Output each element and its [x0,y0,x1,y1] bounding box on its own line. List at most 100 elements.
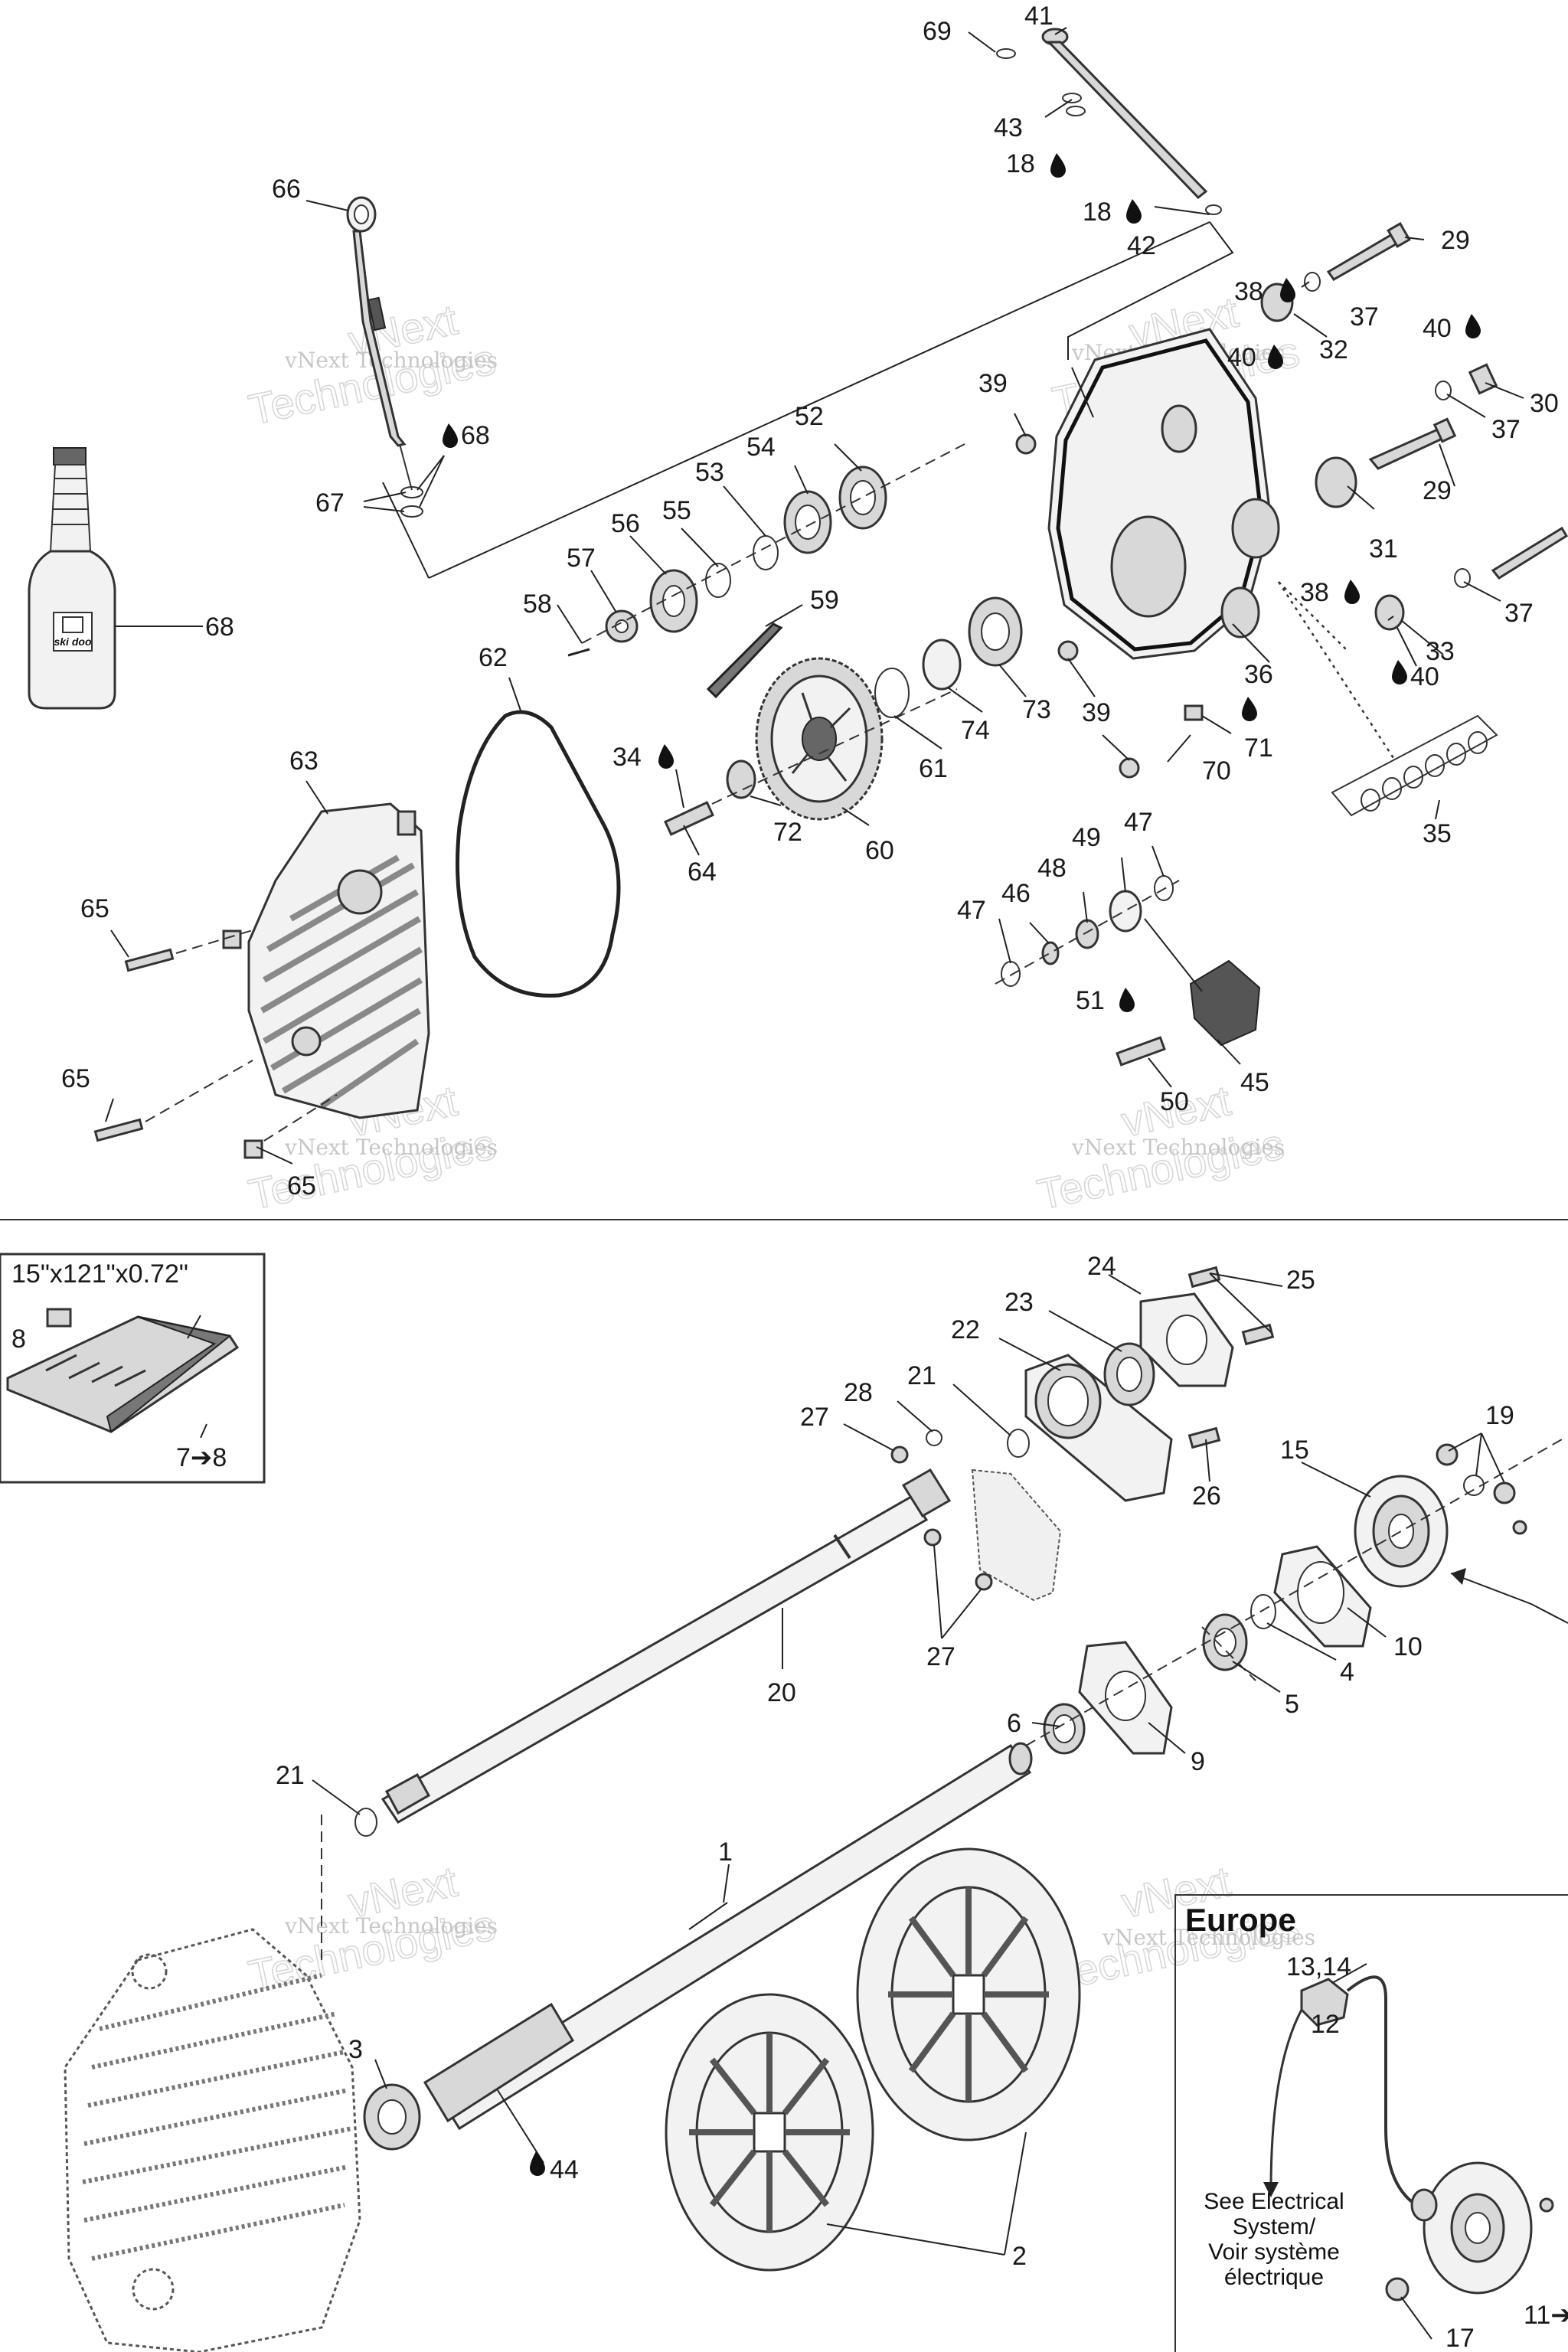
label-33: 33 [1426,637,1455,666]
label-42: 42 [1127,231,1156,260]
electrical-note-line: See Electrical [1204,2189,1344,2214]
label-64: 64 [688,858,717,887]
bottle-brand: ski doo [54,635,91,648]
label-3: 3 [348,2035,363,2064]
adjuster-rod [996,28,1222,215]
sensor-wire [1346,1975,1432,2214]
label-65: 65 [80,894,109,923]
nut [1015,433,1037,455]
label-63: 63 [289,746,318,776]
label-65: 65 [287,1171,316,1200]
nut [975,1573,993,1591]
electrical-note-line: Voir système [1208,2239,1340,2265]
watermark-text: vNext Technologies [1071,1135,1285,1160]
label-52: 52 [795,402,824,431]
assembly-frame-line [428,221,1210,579]
mounting-plate [971,1468,1062,1602]
label-29: 29 [1423,476,1452,505]
nut [1057,640,1079,662]
label-18: 18 [1006,149,1035,178]
label-17: 17 [1446,2324,1475,2352]
nut [1119,757,1140,779]
europe-inset: Europe See Electrical System/ Voir systè… [1174,1894,1568,2352]
label-44: 44 [550,2155,579,2184]
label-46: 46 [1001,879,1031,908]
europe-title: Europe [1185,1902,1296,1938]
label-50: 50 [1160,1087,1189,1116]
shim-set [1331,714,1498,817]
label-45: 45 [1240,1068,1269,1097]
label-73: 73 [1022,695,1051,724]
label-37: 37 [1504,599,1534,628]
label-66: 66 [272,175,301,204]
assembly-frame-line [382,482,430,579]
label-6: 6 [1007,1709,1021,1738]
drive-sprocket [856,1847,1081,2141]
watermark-text: vNext Technologies [284,1913,498,1939]
part-number-labels: 69 41 43 18 18 42 29 38 37 40 32 40 30 3… [11,2,1568,2352]
label-39: 39 [1082,698,1111,727]
grease-drop-icon [443,423,458,448]
label-10: 10 [1393,1632,1423,1661]
arrow-line [1450,1573,1568,1624]
label-29: 29 [1441,226,1470,255]
chaincase-housing [1047,328,1280,660]
label-55: 55 [662,496,691,525]
label-4: 4 [1340,1658,1354,1687]
label-70: 70 [1202,756,1231,786]
label-60: 60 [865,836,894,865]
track-spec: 15"x121"x0.72" [11,1259,188,1289]
label-71: 71 [1244,733,1273,763]
label-61: 61 [919,754,948,783]
label-32: 32 [1319,335,1348,364]
label-37: 37 [1491,415,1521,444]
tensioner-bracket [995,875,1261,1067]
label-9: 9 [1191,1747,1205,1776]
label-24: 24 [1087,1252,1116,1281]
grease-drop-icon [1242,697,1257,721]
nut [923,1528,942,1547]
label-26: 26 [1192,1481,1221,1511]
cover-bolts [93,929,338,1159]
label-68: 68 [205,612,234,642]
label-40: 40 [1410,662,1439,691]
leader-lines [105,27,1524,2340]
washer [926,1429,942,1446]
drive-shaft [381,1468,952,1824]
label-38: 38 [1234,277,1263,306]
label-11: 11➔ [1524,2301,1568,2330]
label-58: 58 [523,590,552,619]
drive-chain [706,622,783,699]
tensioner-hardware [1260,222,1568,759]
label-62: 62 [479,643,508,672]
grease-drop-icon [1268,345,1283,369]
watermark-text: vNext Technologies [284,1135,498,1160]
circlip [874,668,910,718]
label-74: 74 [961,716,990,745]
electrical-note-line: System/ [1233,2214,1316,2239]
grease-drop-icon [1344,580,1360,604]
oil-bottle: ski doo [28,447,116,710]
label-27: 27 [800,1403,829,1432]
lower-bearing-housing [1025,1439,1563,1755]
spacer [726,760,756,799]
label-40: 40 [1227,343,1256,372]
watermark-text: vNext Technologies [1102,1925,1315,1950]
label-36: 36 [1244,660,1273,689]
label-25: 25 [1286,1266,1315,1295]
label-53: 53 [695,458,724,487]
label-5: 5 [1285,1690,1299,1719]
label-47: 47 [1124,808,1153,837]
label-21: 21 [907,1361,936,1390]
drive-sprocket [665,1993,874,2272]
o-ring [400,505,423,518]
label-15: 15 [1280,1436,1309,1465]
label-2: 2 [1012,2242,1027,2271]
label-38: 38 [1300,578,1329,607]
label-21: 21 [276,1761,305,1790]
pin [1184,704,1204,721]
label-56: 56 [611,509,640,538]
label-27: 27 [926,1642,956,1671]
europe-inset-frame [1174,1894,1568,2352]
label-41: 41 [1024,2,1054,31]
